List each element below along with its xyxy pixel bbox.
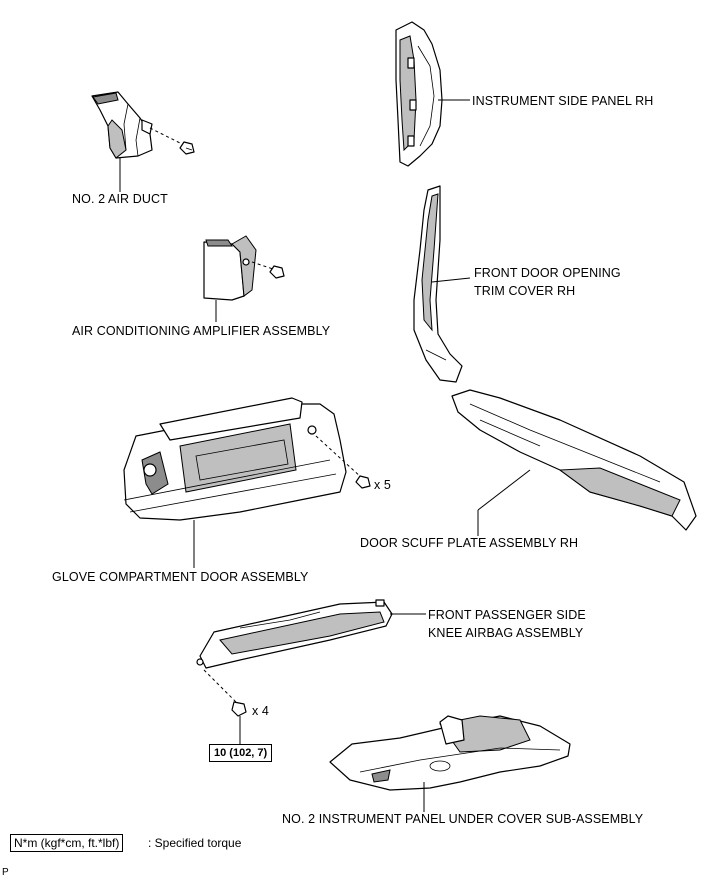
label-knee-airbag-line1: FRONT PASSENGER SIDE [428,608,586,622]
door-scuff-plate-part [451,389,697,531]
label-no2-air-duct: NO. 2 AIR DUCT [72,192,168,206]
label-under-cover: NO. 2 INSTRUMENT PANEL UNDER COVER SUB-A… [282,812,644,826]
label-door-scuff-plate: DOOR SCUFF PLATE ASSEMBLY RH [360,536,579,550]
label-instrument-side-panel: INSTRUMENT SIDE PANEL RH [472,94,654,108]
ac-amplifier-screw [251,261,285,279]
corner-mark: P [2,867,9,878]
label-front-door-trim-line2: TRIM COVER RH [474,284,576,298]
instrument-side-panel-part [395,21,443,167]
ac-amplifier-part [203,235,257,301]
knee-airbag-part [196,599,393,669]
front-door-trim-leader [431,277,471,283]
label-front-door-trim-line1: FRONT DOOR OPENING [474,266,621,280]
label-ac-amplifier: AIR CONDITIONING AMPLIFIER ASSEMBLY [72,324,331,338]
label-airbag-qty: x 4 [252,704,269,718]
front-door-trim-part [413,185,463,383]
label-glove-qty: x 5 [374,478,391,492]
no2-air-duct-part [91,91,153,159]
label-knee-airbag-line2: KNEE AIRBAG ASSEMBLY [428,626,584,640]
legend-unit-box: N*m (kgf*cm, ft.*lbf) [10,834,124,852]
legend-description: : Specified torque [148,836,242,850]
knee-airbag-bolt [203,669,247,717]
label-glove-compartment: GLOVE COMPARTMENT DOOR ASSEMBLY [52,570,309,584]
torque-spec-box: 10 (102, 7) [209,744,273,762]
scuff-plate-leader-1 [477,469,531,511]
glove-compartment-part [123,397,347,521]
glove-compartment-screw [315,435,371,489]
air-duct-screw [149,127,195,155]
under-cover-part [329,715,571,791]
